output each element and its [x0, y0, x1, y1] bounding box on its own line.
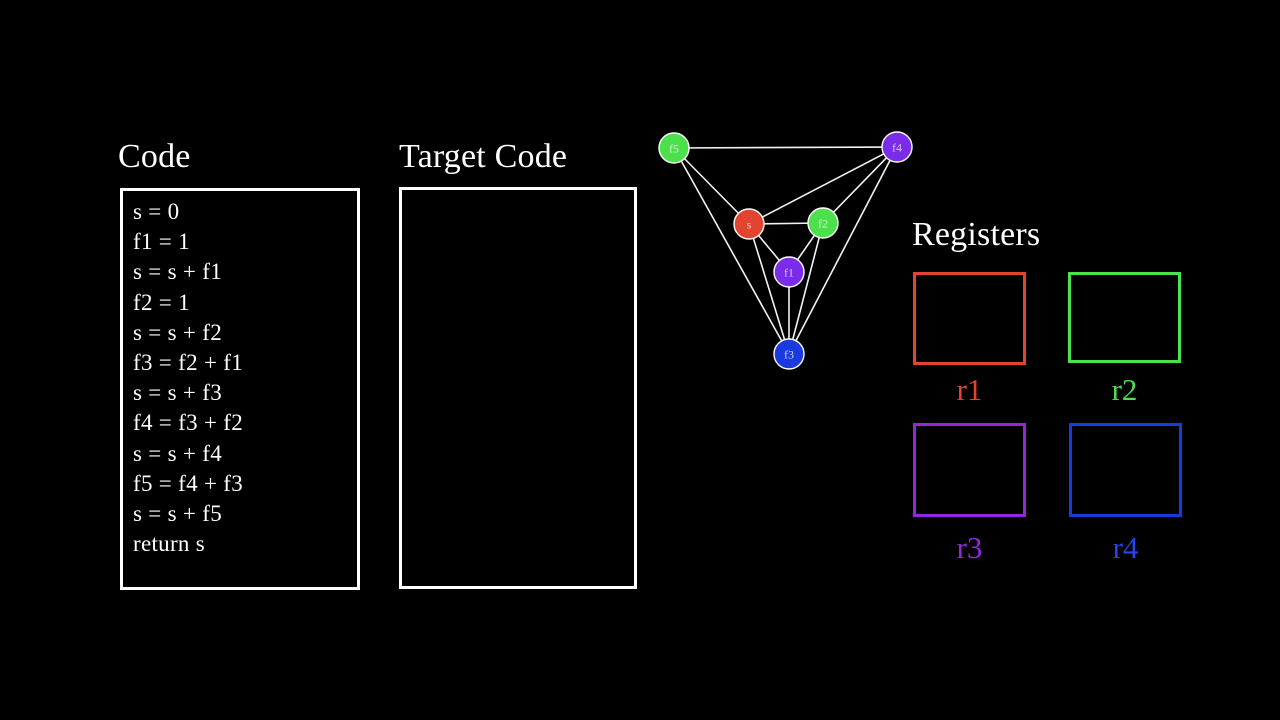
code-line: f3 = f2 + f1	[133, 350, 244, 376]
code-line: s = s + f4	[133, 440, 223, 466]
graph-node-circle-f3[interactable]	[773, 338, 805, 370]
code-line-list: s = 0 f1 = 1 s = s + f1 f2 = 1 s = s + f2 f3 …	[133, 197, 351, 559]
graph-node-circle-f2[interactable]	[807, 207, 839, 239]
register-box-r2[interactable]	[1068, 272, 1181, 363]
graph-node-label-s: s	[747, 218, 752, 232]
graph-node-label-f3: f3	[784, 348, 794, 362]
register-box-r4[interactable]	[1069, 423, 1182, 517]
registers-panel-title: Registers	[912, 216, 1041, 253]
graph-node-f1[interactable]: f1	[773, 256, 805, 288]
graph-node-circle-f4[interactable]	[881, 131, 913, 163]
graph-edge-f4-s	[748, 146, 898, 225]
interference-graph: f5 f4 s f2 f1 f3	[645, 120, 935, 380]
graph-edge-f5-s	[673, 147, 750, 225]
graph-node-f4[interactable]: f4	[881, 131, 913, 163]
graph-node-f5[interactable]: f5	[658, 132, 690, 164]
graph-node-f3[interactable]: f3	[773, 338, 805, 370]
graph-edge-f2-f3	[788, 222, 824, 355]
code-panel-box: s = 0 f1 = 1 s = s + f1 f2 = 1 s = s + f2 f3 …	[120, 188, 360, 590]
code-line: return s	[133, 531, 206, 557]
code-line: f1 = 1	[133, 229, 190, 255]
register-label-r3: r3	[956, 530, 983, 565]
code-line: s = s + f2	[133, 319, 223, 345]
graph-edge-group	[673, 146, 898, 355]
register-label-r1: r1	[956, 372, 983, 407]
target-code-panel-box[interactable]	[399, 187, 637, 589]
code-line: f2 = 1	[133, 289, 190, 315]
register-label-r2: r2	[1111, 372, 1138, 407]
graph-node-circle-f1[interactable]	[773, 256, 805, 288]
graph-edge-f5-f3	[673, 147, 790, 355]
interference-graph-svg: f5 f4 s f2 f1 f3	[658, 131, 913, 370]
code-line: s = 0	[133, 199, 180, 224]
graph-node-label-f2: f2	[818, 217, 828, 231]
graph-edge-s-f3	[748, 223, 790, 355]
graph-edge-f4-f2	[822, 146, 898, 224]
graph-node-f2[interactable]: f2	[807, 207, 839, 239]
target-code-panel-title: Target Code	[399, 138, 568, 175]
register-box-r3[interactable]	[913, 423, 1026, 517]
code-panel-title: Code	[118, 138, 191, 175]
graph-node-label-f4: f4	[892, 141, 902, 155]
code-line: s = s + f3	[133, 380, 223, 406]
code-line: s = s + f5	[133, 501, 223, 527]
graph-node-group: f5 f4 s f2 f1 f3	[658, 131, 913, 370]
graph-node-circle-f5[interactable]	[658, 132, 690, 164]
graph-node-s[interactable]: s	[733, 208, 765, 240]
code-line: f5 = f4 + f3	[133, 470, 244, 496]
graph-node-label-f1: f1	[784, 266, 794, 280]
graph-edge-f4-f3	[788, 146, 898, 355]
graph-node-label-f5: f5	[669, 142, 679, 156]
graph-node-circle-s[interactable]	[733, 208, 765, 240]
graph-edge-f5-f4	[673, 146, 898, 149]
code-line: f4 = f3 + f2	[133, 410, 244, 436]
code-line: s = s + f1	[133, 259, 223, 285]
register-label-r4: r4	[1112, 530, 1139, 565]
register-box-r1[interactable]	[913, 272, 1026, 365]
